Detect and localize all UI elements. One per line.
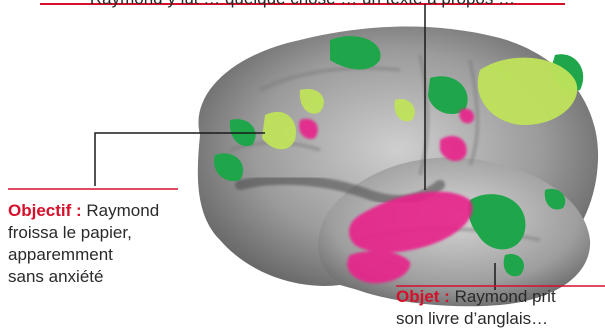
- objet-label: Objet :: [396, 287, 450, 306]
- objectif-label: Objectif :: [8, 201, 82, 220]
- left-caption-line1-text: Raymond: [86, 201, 159, 220]
- left-caption-line-2: froissa le papier,: [8, 222, 159, 244]
- right-caption: Objet : Raymond prit son livre d’anglais…: [396, 286, 556, 330]
- right-caption-line1-text: Raymond prit: [455, 287, 556, 306]
- left-caption-line-4: sans anxiété: [8, 266, 159, 288]
- top-caption-text: Raymond y lut … quelque chose … un texte…: [90, 0, 515, 8]
- right-caption-line-2: son livre d’anglais…: [396, 308, 556, 330]
- left-caption-line-3: apparemment: [8, 244, 159, 266]
- left-caption: Objectif : Raymond froissa le papier, ap…: [8, 200, 159, 288]
- top-caption: Raymond y lut … quelque chose … un texte…: [0, 0, 605, 10]
- right-caption-line-1: Objet : Raymond prit: [396, 286, 556, 308]
- left-caption-line-1: Objectif : Raymond: [8, 200, 159, 222]
